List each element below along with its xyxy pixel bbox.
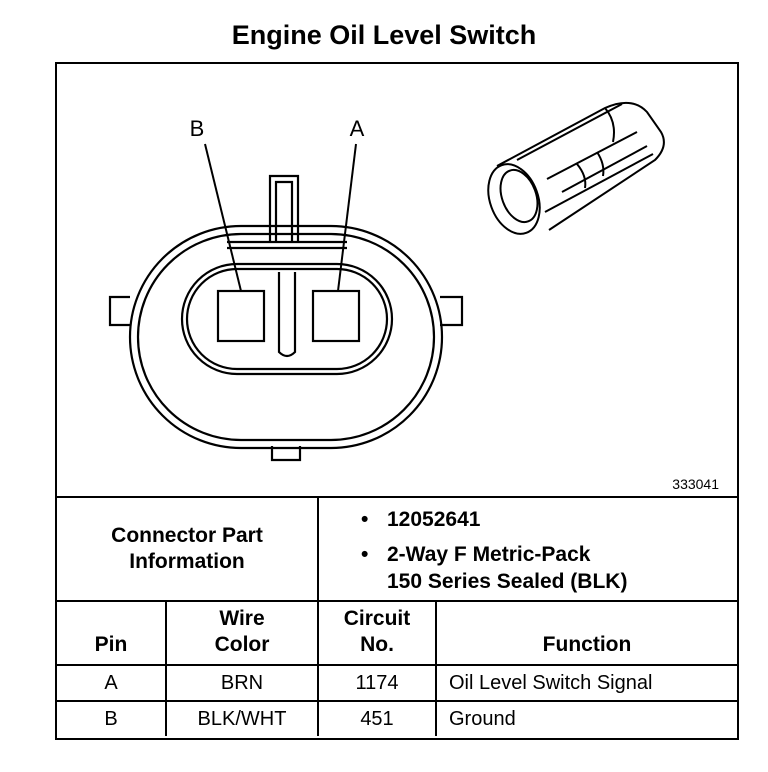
cell-circuit-no: 1174 <box>319 666 437 700</box>
bullet-icon: • <box>361 543 369 566</box>
connector-series: 150 Series Sealed (BLK) <box>387 570 628 593</box>
connector-face-drawing: B A <box>108 101 665 462</box>
header-pin: Pin <box>57 602 167 664</box>
figure-number: 333041 <box>672 476 719 492</box>
header-function: Function <box>542 633 632 656</box>
table-row: B BLK/WHT 451 Ground <box>57 700 737 736</box>
connector-info-list: • 12052641 • 2-Way F Metric-Pack 150 Ser… <box>327 506 727 595</box>
header-wire-color: Wire Color <box>167 602 319 664</box>
connector-info-item: • 12052641 <box>327 506 727 533</box>
cell-pin: A <box>57 666 167 700</box>
table-row: A BRN 1174 Oil Level Switch Signal <box>57 664 737 700</box>
connector-info-row: Connector Part Information • 12052641 • … <box>57 496 737 600</box>
header-circuit-line2: No. <box>360 633 394 656</box>
page-title: Engine Oil Level Switch <box>231 20 537 50</box>
connector-sheet: B A 333041 Connector Part Information <box>55 62 739 740</box>
cell-pin: B <box>57 702 167 736</box>
connector-info-item: 150 Series Sealed (BLK) <box>327 568 727 595</box>
connector-info-item: • 2-Way F Metric-Pack <box>327 541 727 568</box>
connector-label-line2: Information <box>129 550 245 573</box>
header-wire-line1: Wire <box>219 607 265 630</box>
cell-function: Ground <box>449 707 516 730</box>
bullet-icon: • <box>361 508 369 531</box>
pin-label-a: A <box>350 116 365 141</box>
table-header: Pin Wire Color Circuit No. Function <box>57 600 737 664</box>
connector-label-line1: Connector Part <box>111 524 263 547</box>
cell-wire-color: BLK/WHT <box>167 702 319 736</box>
cell-wire-color: BRN <box>167 666 319 700</box>
connector-info-label: Connector Part Information <box>57 498 319 600</box>
cell-circuit-no: 451 <box>319 702 437 736</box>
connector-part-number: 12052641 <box>387 508 481 531</box>
header-circuit-line1: Circuit <box>343 607 411 630</box>
header-wire-line2: Color <box>214 633 270 656</box>
connector-type: 2-Way F Metric-Pack <box>387 543 591 566</box>
header-circuit-no: Circuit No. <box>319 602 437 664</box>
pin-label-b: B <box>190 116 205 141</box>
connector-diagram: B A 333041 <box>57 64 737 496</box>
cell-function: Oil Level Switch Signal <box>449 671 653 694</box>
